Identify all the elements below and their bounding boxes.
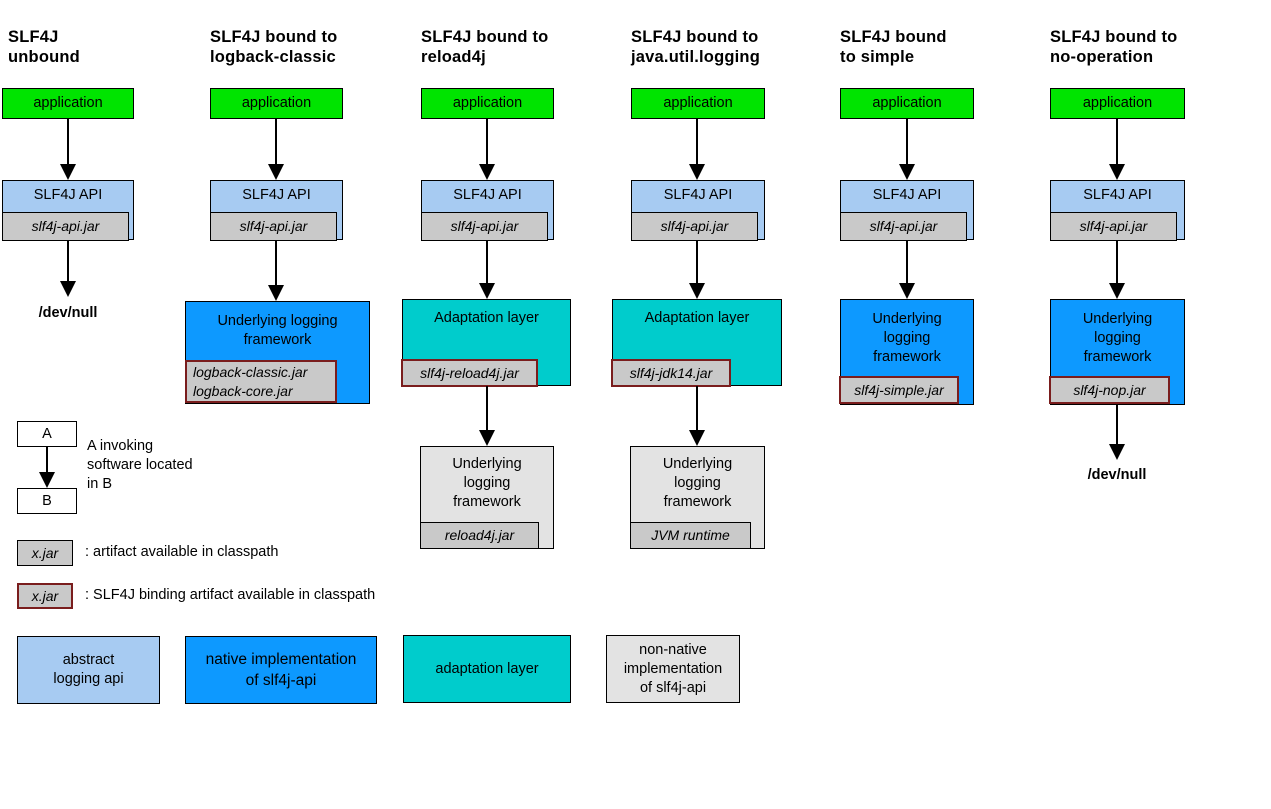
arrowhead-icon xyxy=(60,281,76,297)
legend-artifact-jar: x.jar xyxy=(17,540,73,566)
adaptation-box-reload4j: Adaptation layer slf4j-reload4j.jar xyxy=(401,299,571,387)
column-title-unbound: SLF4J unbound xyxy=(8,28,80,66)
down-arrow xyxy=(1109,119,1125,180)
down-arrow xyxy=(268,119,284,180)
arrowhead-icon xyxy=(1109,444,1125,460)
arrowhead-icon xyxy=(689,164,705,180)
arrowhead-icon xyxy=(899,283,915,299)
api-jar-simple: slf4j-api.jar xyxy=(840,212,967,241)
legend-binding-jar: x.jar xyxy=(17,583,73,609)
api-box-logback: SLF4J API slf4j-api.jar xyxy=(210,180,343,241)
down-arrow xyxy=(479,119,495,180)
legend-binding-caption: : SLF4J binding artifact available in cl… xyxy=(85,587,376,603)
legend-box-a: A xyxy=(17,421,77,447)
legend-swatch-non-native-implementation: non-native implementation of slf4j-api xyxy=(606,635,740,703)
column-title-nop: SLF4J bound to no-operation xyxy=(1050,28,1178,66)
down-arrow xyxy=(479,386,495,446)
arrowhead-icon xyxy=(1109,164,1125,180)
legend-artifact-caption: : artifact available in classpath xyxy=(85,544,279,560)
framework-box-reload4j: Underlying logging framework reload4j.ja… xyxy=(420,446,554,549)
column-title-jul: SLF4J bound to java.util.logging xyxy=(631,28,760,66)
api-jar-unbound: slf4j-api.jar xyxy=(2,212,129,241)
framework-box-jul: Underlying logging framework JVM runtime xyxy=(630,446,765,549)
down-arrow xyxy=(899,119,915,180)
down-arrow xyxy=(689,119,705,180)
framework-jar-jul: JVM runtime xyxy=(630,522,751,549)
arrowhead-icon xyxy=(268,164,284,180)
down-arrow xyxy=(899,240,915,299)
api-jar-reload4j: slf4j-api.jar xyxy=(421,212,548,241)
devnull-label-unbound: /dev/null xyxy=(38,305,98,321)
api-box-nop: SLF4J API slf4j-api.jar xyxy=(1050,180,1185,241)
arrowhead-icon xyxy=(1109,283,1125,299)
arrowhead-icon xyxy=(268,285,284,301)
down-arrow xyxy=(689,240,705,299)
framework-box-simple: Underlying logging framework slf4j-simpl… xyxy=(839,299,974,405)
app-box-nop: application xyxy=(1050,88,1185,119)
legend-swatch-native-implementation: native implementation of slf4j-api xyxy=(185,636,377,704)
down-arrow xyxy=(479,240,495,299)
api-box-reload4j: SLF4J API slf4j-api.jar xyxy=(421,180,554,241)
app-box-logback: application xyxy=(210,88,343,119)
column-title-reload4j: SLF4J bound to reload4j xyxy=(421,28,549,66)
down-arrow xyxy=(39,447,55,488)
binding-jar-jul: slf4j-jdk14.jar xyxy=(611,359,731,387)
api-jar-logback: slf4j-api.jar xyxy=(210,212,337,241)
arrowhead-icon xyxy=(899,164,915,180)
down-arrow xyxy=(1109,405,1125,460)
framework-box-logback: Underlying logging framework logback-cla… xyxy=(185,301,370,404)
framework-jar-reload4j: reload4j.jar xyxy=(420,522,539,549)
app-box-unbound: application xyxy=(2,88,134,119)
arrowhead-icon xyxy=(479,164,495,180)
api-box-jul: SLF4J API slf4j-api.jar xyxy=(631,180,765,241)
binding-jar-logback: logback-classic.jar logback-core.jar xyxy=(185,360,337,403)
app-box-reload4j: application xyxy=(421,88,554,119)
down-arrow xyxy=(1109,240,1125,299)
down-arrow xyxy=(60,119,76,180)
arrowhead-icon xyxy=(60,164,76,180)
column-title-simple: SLF4J bound to simple xyxy=(840,28,947,66)
legend-swatch-abstract-logging-api: abstract logging api xyxy=(17,636,160,704)
app-box-simple: application xyxy=(840,88,974,119)
binding-jar-simple: slf4j-simple.jar xyxy=(839,376,959,404)
column-title-logback: SLF4J bound to logback-classic xyxy=(210,28,338,66)
api-box-simple: SLF4J API slf4j-api.jar xyxy=(840,180,974,241)
legend-invoking-caption: A invoking software located in B xyxy=(87,438,193,492)
arrowhead-icon xyxy=(689,283,705,299)
binding-jar-reload4j: slf4j-reload4j.jar xyxy=(401,359,538,387)
arrowhead-icon xyxy=(689,430,705,446)
api-jar-jul: slf4j-api.jar xyxy=(631,212,758,241)
down-arrow xyxy=(268,240,284,301)
arrowhead-icon xyxy=(479,283,495,299)
legend-box-b: B xyxy=(17,488,77,514)
framework-box-nop: Underlying logging framework slf4j-nop.j… xyxy=(1049,299,1185,405)
app-box-jul: application xyxy=(631,88,765,119)
adaptation-box-jul: Adaptation layer slf4j-jdk14.jar xyxy=(611,299,782,387)
devnull-label-nop: /dev/null xyxy=(1087,467,1147,483)
api-box-unbound: SLF4J API slf4j-api.jar xyxy=(2,180,134,241)
down-arrow xyxy=(689,386,705,446)
legend-swatch-adaptation-layer: adaptation layer xyxy=(403,635,571,703)
arrowhead-icon xyxy=(479,430,495,446)
arrowhead-icon xyxy=(39,472,55,488)
down-arrow xyxy=(60,240,76,297)
binding-jar-nop: slf4j-nop.jar xyxy=(1049,376,1170,404)
api-jar-nop: slf4j-api.jar xyxy=(1050,212,1177,241)
